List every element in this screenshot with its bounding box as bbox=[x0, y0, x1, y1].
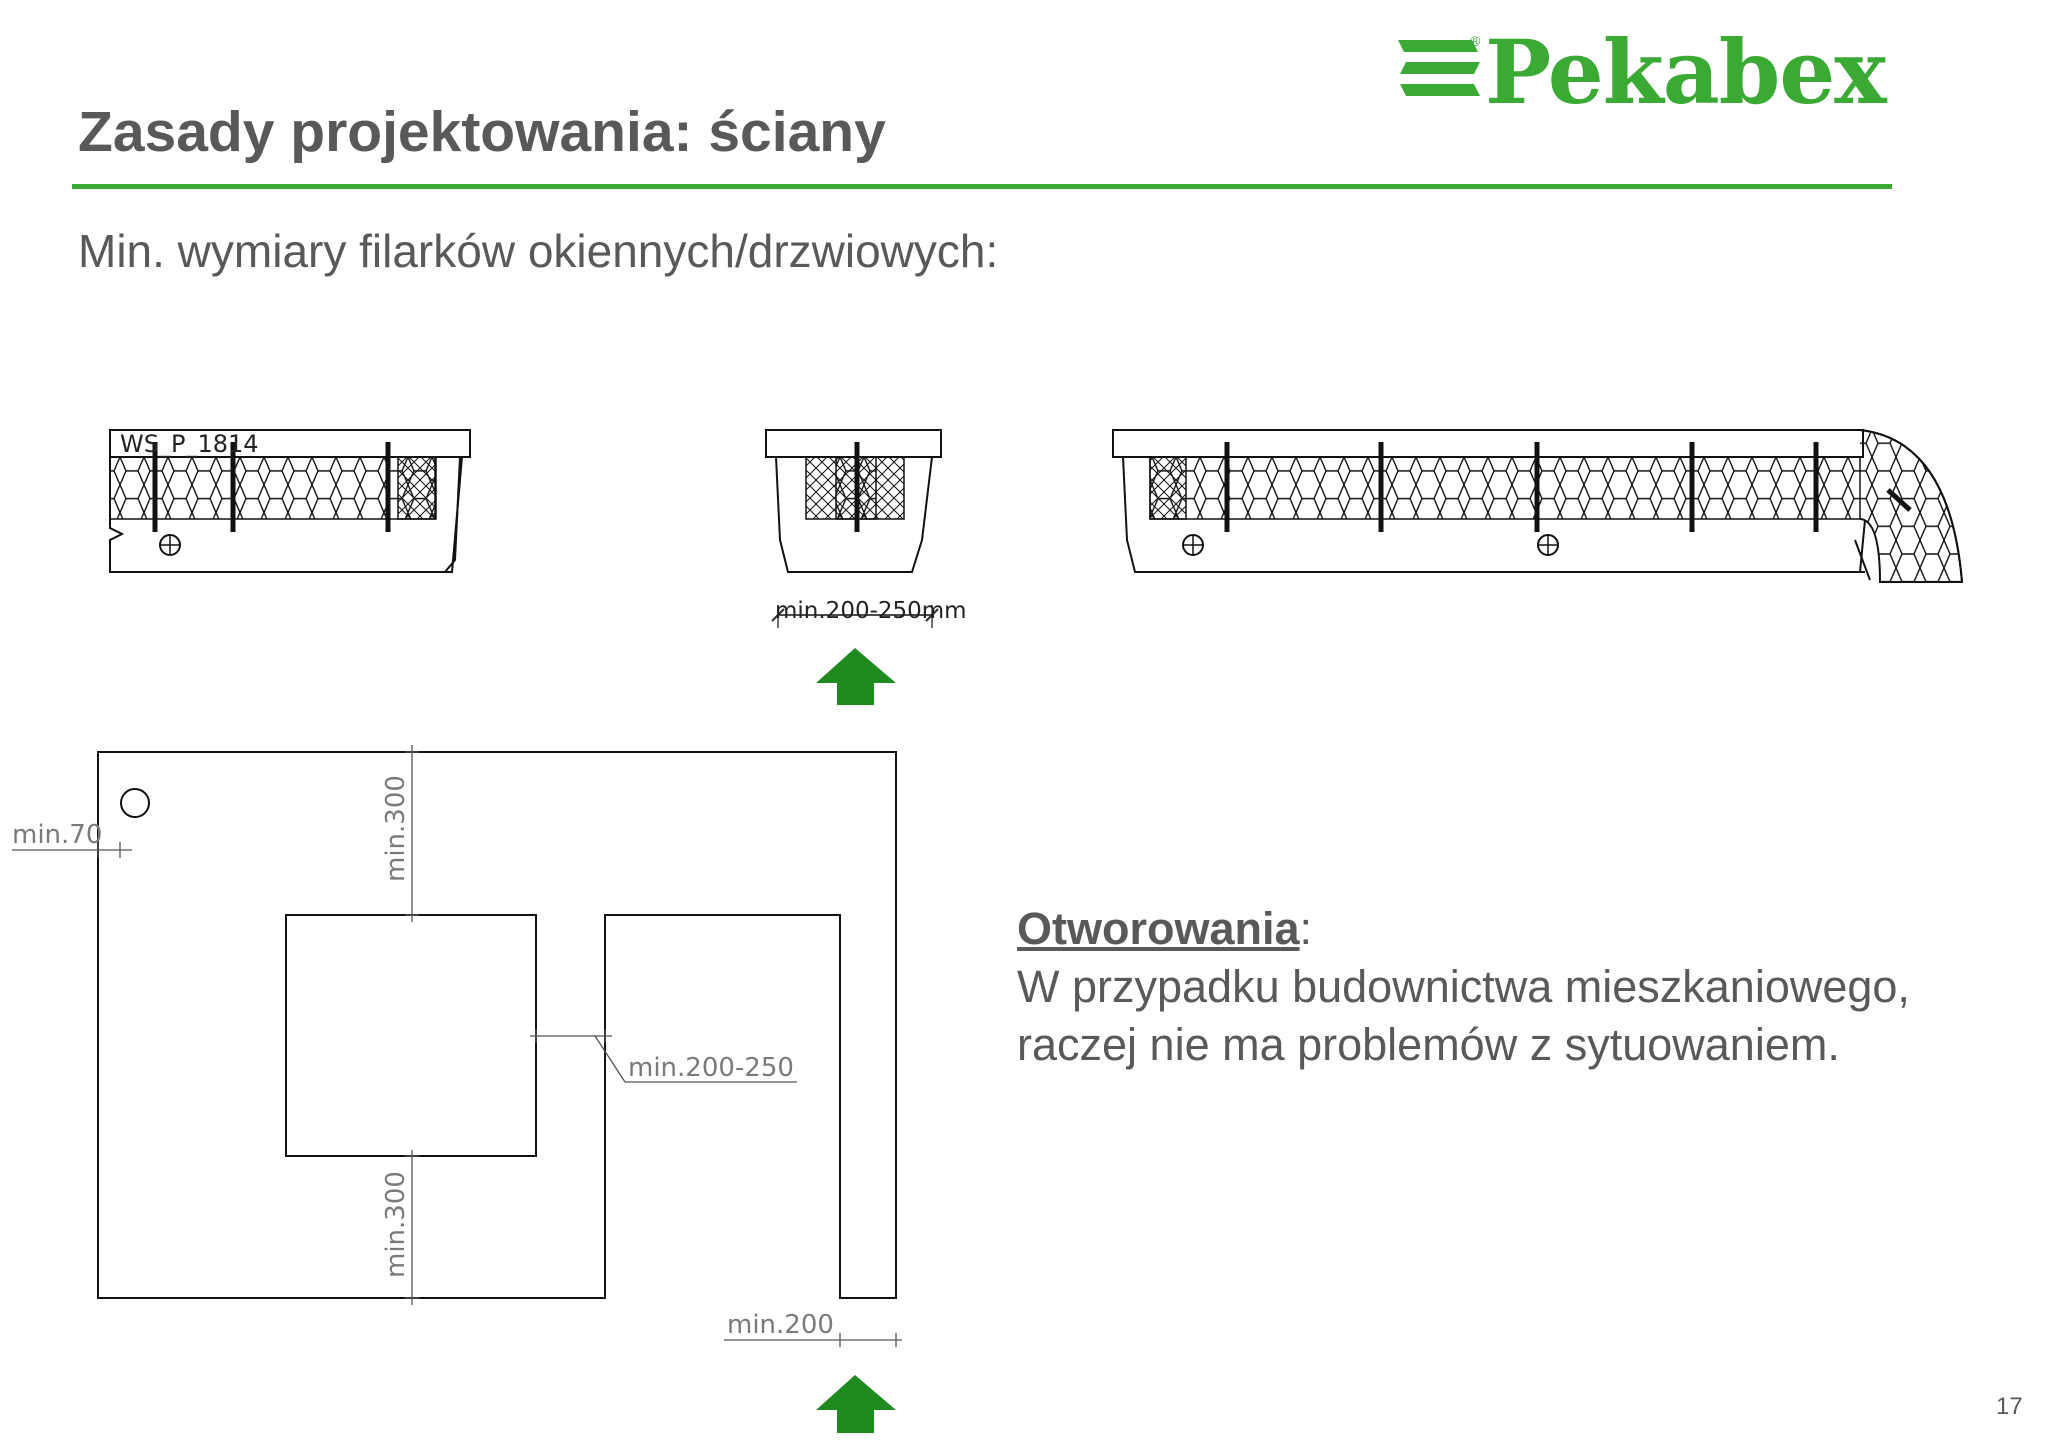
openings-note-heading-row: Otworowania: bbox=[1017, 900, 2037, 958]
openings-note-heading: Otworowania bbox=[1017, 903, 1300, 954]
cross-section-middle bbox=[765, 429, 942, 628]
cross-section-left bbox=[109, 429, 471, 573]
dim-min-200: min.200 bbox=[727, 1310, 834, 1340]
dim-min-200-250: min.200-250 bbox=[628, 1053, 794, 1083]
openings-note: Otworowania: W przypadku budownictwa mie… bbox=[1017, 900, 2037, 1074]
dim-min-300-top: min.300 bbox=[381, 775, 411, 882]
pekabex-logo: ® Pekabex bbox=[1392, 28, 1887, 118]
section-code-label: WS_P_1814 bbox=[120, 430, 259, 458]
wall-elevation bbox=[12, 745, 902, 1347]
up-arrow-icon bbox=[816, 1375, 896, 1433]
openings-note-line-1: W przypadku budownictwa mieszkaniowego, bbox=[1017, 961, 1910, 1012]
dim-min-300-bottom: min.300 bbox=[381, 1171, 411, 1278]
page-subtitle: Min. wymiary filarków okiennych/drzwiowy… bbox=[78, 225, 999, 277]
page-number: 17 bbox=[1996, 1393, 2023, 1420]
dim-min-70: min.70 bbox=[12, 820, 102, 850]
page-title: Zasady projektowania: ściany bbox=[78, 100, 886, 164]
title-divider bbox=[72, 184, 1892, 189]
logo-wordmark: Pekabex bbox=[1485, 20, 1887, 124]
cross-section-right bbox=[1112, 429, 1964, 583]
logo-stripes-icon bbox=[1398, 40, 1480, 96]
up-arrow-icon bbox=[816, 648, 896, 705]
logo-registered-mark: ® bbox=[1470, 33, 1481, 49]
dim-middle-section-label: min.200-250mm bbox=[775, 598, 967, 624]
openings-note-colon: : bbox=[1299, 903, 1313, 954]
openings-note-line-2: raczej nie ma problemów z sytuowaniem. bbox=[1017, 1019, 1840, 1070]
